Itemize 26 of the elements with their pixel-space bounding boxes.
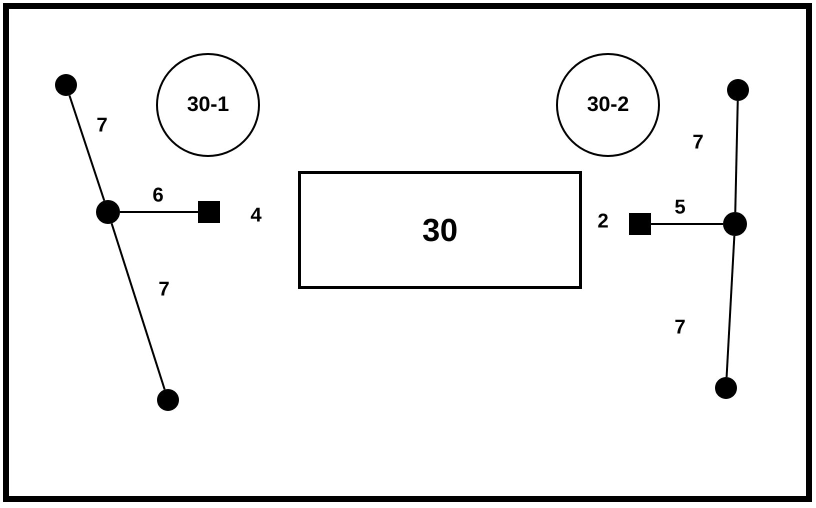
edge-label: 7: [692, 132, 704, 154]
node-label: 30-2: [586, 93, 630, 117]
connector-line: [651, 223, 723, 225]
junction-dot: [723, 212, 747, 236]
callout-number: 2: [597, 210, 609, 234]
node-label: 30: [422, 212, 458, 248]
edge-label: 7: [96, 114, 108, 138]
edge-label: 7: [158, 278, 170, 302]
edge-label: 7: [674, 316, 686, 340]
terminal-square: [198, 201, 220, 223]
connector-line: [726, 236, 736, 378]
junction-dot: [727, 79, 749, 101]
junction-dot: [55, 74, 77, 96]
connector-line: [734, 100, 739, 212]
connector-line: [68, 95, 106, 201]
terminal-square: [629, 213, 651, 235]
callout-number: 4: [250, 204, 262, 228]
process-box: [298, 171, 582, 289]
connector-line: [120, 211, 198, 213]
junction-dot: [715, 377, 737, 399]
connector-line: [110, 223, 166, 390]
edge-label: 6: [152, 184, 164, 208]
junction-dot: [157, 389, 179, 411]
edge-label: 5: [674, 196, 686, 220]
junction-dot: [96, 200, 120, 224]
node-label: 30-1: [186, 93, 230, 117]
